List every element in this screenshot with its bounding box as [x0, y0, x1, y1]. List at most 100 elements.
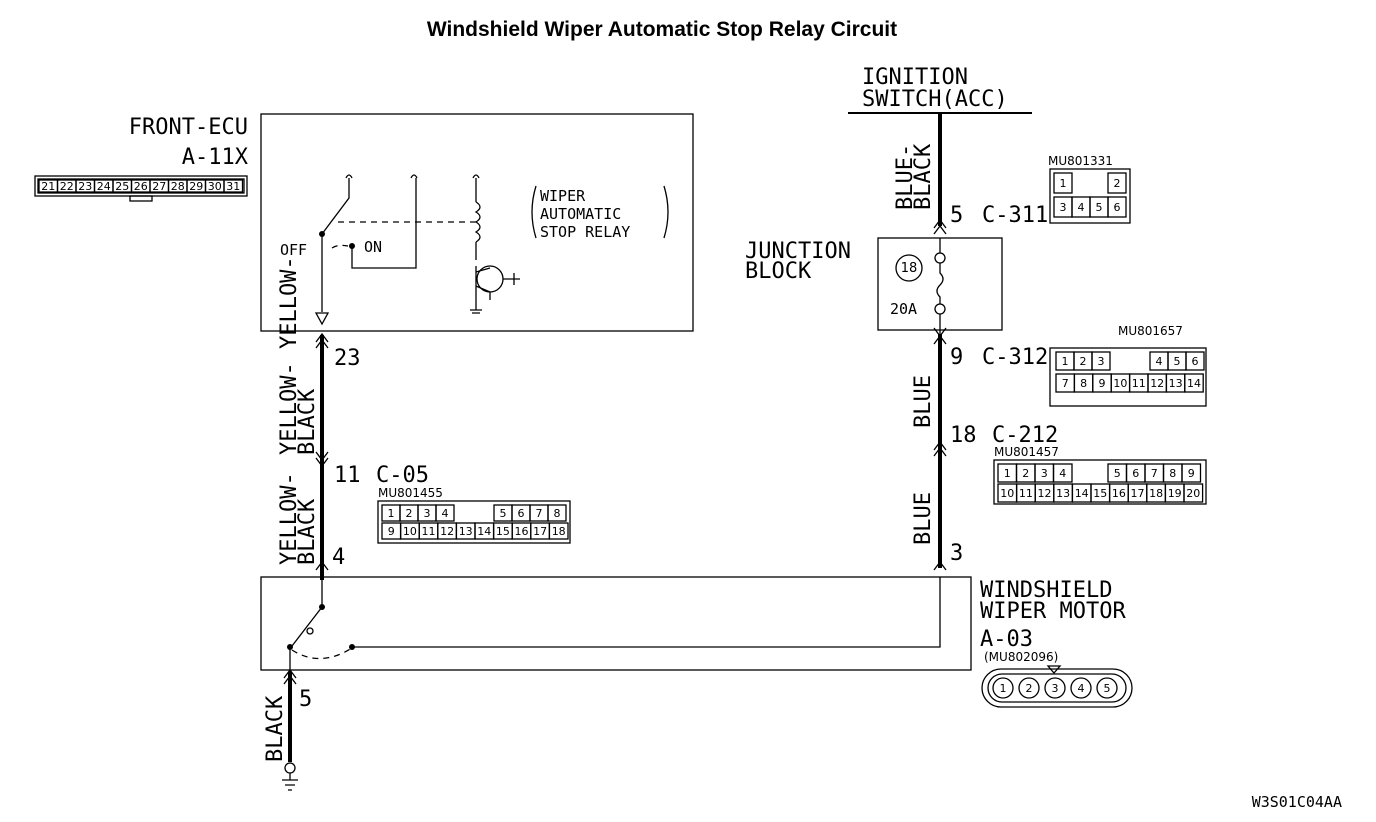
right-mid-wire-color: BLUE: [911, 375, 936, 428]
a11x-pin: 25: [115, 180, 129, 193]
c212-pin: 13: [1056, 487, 1070, 500]
svg-text:WIPER: WIPER: [540, 187, 586, 205]
svg-text:YELLOW- YELLOW-: YELLOW- YELLOW-: [277, 256, 302, 455]
c312-pin: 8: [1080, 377, 1087, 390]
c312-pin: 2: [1080, 355, 1087, 368]
junction-block-label-2: BLOCK: [745, 259, 812, 284]
c212-connector-label: C-212: [992, 423, 1058, 448]
c312-pin: 1: [1062, 355, 1069, 368]
motor-name-1: WINDSHIELD: [980, 578, 1112, 603]
wiper-motor-box: [260, 576, 972, 671]
c311-pin: 5: [950, 203, 963, 228]
ground-pin: 5: [299, 687, 312, 712]
c05-pin: 11: [422, 525, 436, 538]
svg-text:BLACK: BLACK: [263, 695, 288, 762]
c311-pin: 2: [1114, 177, 1121, 190]
c311-pin: 4: [1078, 201, 1085, 214]
c311-pin: 3: [1060, 201, 1067, 214]
c212-pin: 8: [1169, 467, 1176, 480]
front-ecu-connector: A-11X: [182, 145, 249, 170]
c05-pin: 17: [533, 525, 547, 538]
c05-pin: 11: [334, 463, 361, 488]
c212-pin: 17: [1131, 487, 1145, 500]
ecu-pin-23: 23: [334, 346, 361, 371]
a11x-pin: 24: [97, 180, 111, 193]
relay-switch-icon: [314, 174, 520, 326]
c312-pin: 7: [1062, 377, 1069, 390]
a11x-pin: 27: [152, 180, 166, 193]
a03-pin: 4: [1078, 682, 1085, 695]
c212-pin: 2: [1022, 467, 1029, 480]
right-low-wire-color: BLUE: [911, 492, 936, 545]
a11x-pin: 23: [78, 180, 92, 193]
a11x-pin: 31: [226, 180, 240, 193]
c212-pin: 10: [1000, 487, 1014, 500]
svg-text:BLACK: BLACK: [911, 143, 936, 210]
fuse-amperage: 20A: [890, 300, 917, 318]
c212-pin: 4: [1059, 467, 1066, 480]
c212-part-number: MU801457: [994, 445, 1059, 459]
a11x-pin: 22: [60, 180, 74, 193]
ground-icon: [282, 762, 298, 791]
c212-pin: 19: [1168, 487, 1182, 500]
a03-pin: 5: [1104, 682, 1111, 695]
c05-pin: 13: [459, 525, 473, 538]
c312-pin: 4: [1156, 355, 1163, 368]
motor-pin-3: 3: [950, 541, 963, 566]
c212-pin: 12: [1038, 487, 1052, 500]
c05-pin: 9: [388, 525, 395, 538]
front-ecu-label: FRONT-ECU: [129, 115, 248, 140]
c311-part-number: MU801331: [1048, 154, 1113, 168]
c212-pin: 15: [1093, 487, 1107, 500]
relay-off-label: OFF: [280, 241, 307, 259]
c312-pin: 6: [1192, 355, 1199, 368]
relay-on-label: ON: [364, 238, 382, 256]
c311-pin: 1: [1060, 177, 1067, 190]
c212-pin: 11: [1019, 487, 1033, 500]
c05-pin: 7: [536, 507, 543, 520]
c05-pin: 8: [554, 507, 561, 520]
svg-text:STOP RELAY: STOP RELAY: [540, 223, 630, 241]
c05-pin: 2: [406, 507, 413, 520]
c312-pin: 9: [1099, 377, 1106, 390]
c05-pin: 3: [424, 507, 431, 520]
ignition-label-2: SWITCH(ACC): [862, 87, 1008, 112]
c212-pin: 18: [950, 423, 977, 448]
motor-switch-icon: [287, 577, 941, 672]
a03-pin: 1: [1000, 682, 1007, 695]
c05-connector-label: C-05: [376, 463, 429, 488]
a11x-pin: 30: [208, 180, 222, 193]
c312-pin: 10: [1113, 377, 1127, 390]
c05-pin: 5: [500, 507, 507, 520]
c311-pin: 6: [1114, 201, 1121, 214]
c312-pin: 5: [1174, 355, 1181, 368]
svg-text:YELLOW-: YELLOW-: [277, 472, 302, 565]
c212-pin: 14: [1075, 487, 1089, 500]
front-ecu-box: [260, 113, 694, 332]
motor-part-number: (MU802096): [984, 650, 1058, 664]
c312-pin: 12: [1150, 377, 1164, 390]
c05-pin: 16: [515, 525, 529, 538]
right-upper-wire-color: BLUE- BLACK: [893, 143, 936, 210]
c05-pin: 4: [442, 507, 449, 520]
junction-block-label-1: JUNCTION: [745, 239, 851, 264]
c212-pin: 18: [1149, 487, 1163, 500]
c05-pin: 12: [440, 525, 454, 538]
c312-pin: 14: [1187, 377, 1201, 390]
c05-pin: 14: [477, 525, 491, 538]
c05-pin: 6: [518, 507, 525, 520]
c212-pin: 9: [1188, 467, 1195, 480]
c212-pin: 16: [1112, 487, 1126, 500]
c312-part-number: MU801657: [1118, 324, 1183, 338]
svg-text:BLACK: BLACK: [295, 388, 320, 455]
c311-pin: 5: [1096, 201, 1103, 214]
c312-connector-label: C-312: [982, 345, 1048, 370]
left-lower-wire-color: YELLOW- BLACK: [277, 472, 320, 565]
c312-pin: 3: [1098, 355, 1105, 368]
